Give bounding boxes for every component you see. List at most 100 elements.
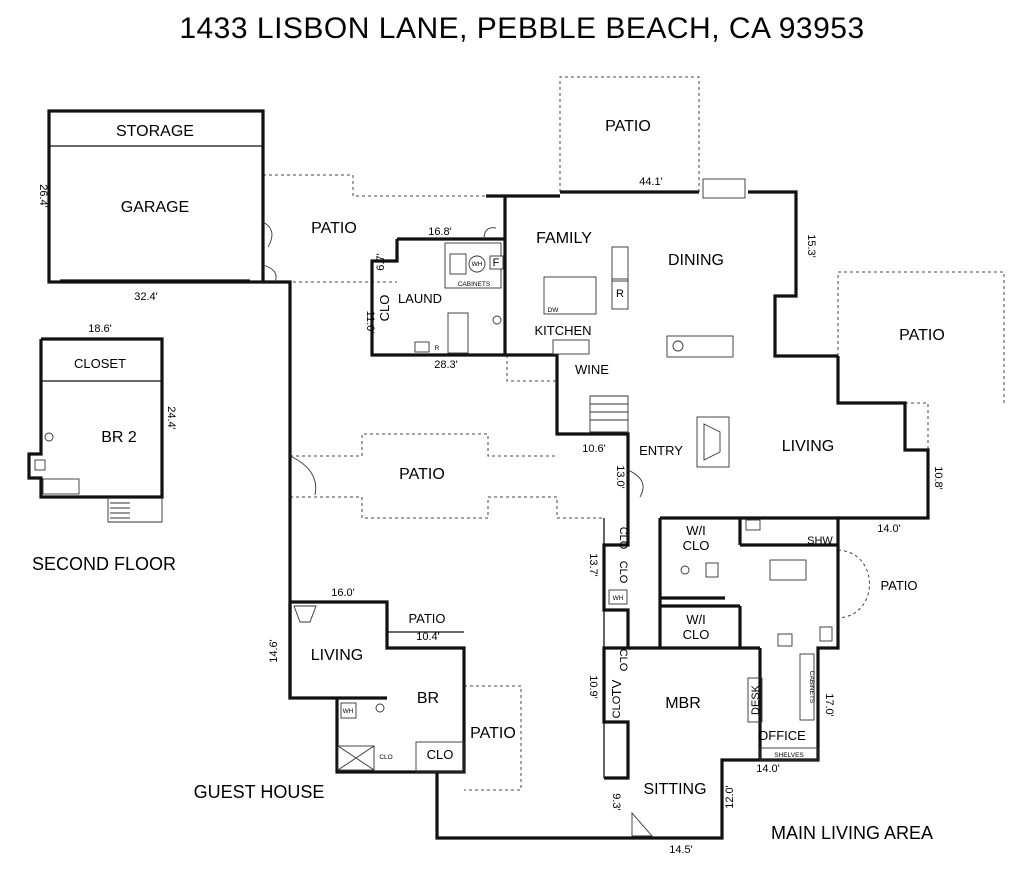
guest-house-walls (288, 600, 466, 774)
second-floor-sink-icon (44, 432, 54, 442)
guest-sink-icon (375, 703, 385, 713)
patio-garage-outline (263, 174, 505, 283)
dim-br2-depth: 24.4' (165, 406, 177, 430)
room-wine: WINE (575, 362, 609, 377)
room-patio-top: PATIO (605, 118, 651, 135)
dim-master-width: 14.0' (877, 523, 901, 535)
dim-entry-depth: 13.0' (614, 465, 626, 489)
room-tv: TV (609, 679, 624, 696)
dim-dining-side: 15.3' (805, 234, 817, 258)
fixture-wh-laundry: WH (472, 261, 483, 268)
second-floor-toilet-icon (34, 459, 46, 471)
master-shelf-icon (745, 519, 761, 531)
living-bump-outline (905, 402, 929, 451)
room-patio-master: PATIO (880, 578, 917, 593)
garage (47, 109, 265, 284)
dim-living-right: 10.8' (932, 466, 944, 490)
kitchen-cooktop (552, 339, 590, 355)
room-shelves: SHELVES (774, 752, 804, 759)
fixture-wh-guest: WH (343, 708, 354, 715)
dim-garage-depth: 26.4' (37, 184, 49, 208)
top-fireplace (702, 178, 746, 199)
office-shelves-outline (759, 747, 819, 761)
page-title: 1433 LISBON LANE, PEBBLE BEACH, CA 93953 (179, 12, 864, 45)
room-guest-clo: CLO (427, 747, 454, 762)
room-guest-br: BR (417, 690, 439, 707)
second-floor-plan (27, 337, 164, 523)
caption-second-floor: SECOND FLOOR (32, 554, 176, 574)
room-garage: GARAGE (121, 199, 189, 216)
fixture-dw: DW (548, 307, 560, 314)
dim-sitting-bottom: 14.5' (669, 844, 693, 856)
room-clo-tv-2: CLO (611, 695, 623, 718)
room-desk: DESK (750, 684, 762, 715)
range-laundry-icon (414, 341, 430, 353)
room-cabinets-office: CABINETS (808, 671, 815, 704)
dim-laundry-width: 16.8' (428, 226, 452, 238)
patio-outlines (263, 76, 1005, 791)
caption-main-living-area: MAIN LIVING AREA (771, 823, 933, 843)
laundry-sink2-icon (492, 315, 502, 325)
room-patio-right: PATIO (899, 327, 945, 344)
captions: SECOND FLOOR GUEST HOUSE MAIN LIVING ARE… (32, 554, 933, 843)
fixture-wh-hall: WH (613, 595, 624, 602)
master-toilet-icon (705, 562, 719, 578)
room-clo-hall-1: CLO (617, 527, 629, 550)
main-house-walls (263, 190, 930, 840)
dining-sink-icon (672, 340, 684, 352)
dim-guest-depth: 14.6' (268, 639, 280, 663)
room-entry: ENTRY (639, 443, 683, 458)
room-mbr: MBR (665, 695, 701, 712)
room-closet: CLOSET (74, 356, 126, 371)
wh-laundry-icon (468, 255, 486, 273)
main-fixtures (414, 178, 833, 837)
patio-master-outline (837, 549, 870, 619)
laundry-sink-icon (449, 253, 467, 275)
fixture-labels: WH F CABINETS DW R R WH WH (343, 257, 624, 715)
kitchen-refrigerator (611, 278, 629, 310)
dim-garage-width: 32.4' (134, 291, 158, 303)
wine-stairs-icon (589, 395, 629, 433)
room-br2: BR 2 (101, 429, 137, 446)
patio-right-outline (837, 271, 1005, 403)
master-toilet2-icon (819, 626, 833, 642)
fixture-f: F (493, 257, 500, 269)
master-sink1-icon (680, 565, 690, 575)
room-clo-hall-2: CLO (617, 561, 629, 584)
second-floor-bathtub-icon (42, 478, 80, 495)
second-floor-stairs-icon (107, 497, 163, 523)
room-sitting: SITTING (643, 781, 706, 798)
dim-tv-height: 10.9' (587, 675, 599, 699)
wh-hall-icon (608, 589, 628, 605)
dim-guest-width: 16.0' (331, 587, 355, 599)
dim-sitting-left: 9.3' (610, 793, 622, 810)
guest-fireplace-icon (293, 605, 317, 623)
sitting-fireplace-icon (631, 811, 653, 837)
dim-laundry-bottom: 28.3' (434, 359, 458, 371)
room-dining: DINING (668, 252, 724, 269)
dim-guest-patio-width: 10.4' (416, 631, 440, 643)
patio-middle-outline (290, 433, 604, 519)
laundry-bathtub-icon (447, 312, 469, 354)
guest-wh-icon (340, 702, 357, 719)
dim-laundry-height: 6.7' (375, 253, 387, 270)
room-patio-garage: PATIO (311, 220, 357, 237)
dim-br2-width: 18.6' (88, 323, 112, 335)
dim-office-side: 17.0' (823, 693, 835, 717)
dim-top-width: 44.1' (639, 176, 663, 188)
room-family: FAMILY (536, 230, 592, 247)
room-laund: LAUND (398, 291, 442, 306)
room-guest-clo-small: CLO (379, 754, 392, 761)
room-office: OFFICE (758, 728, 806, 743)
room-clo-laundry: CLO (377, 295, 392, 322)
dim-office-width: 14.0' (756, 763, 780, 775)
dim-sitting-right: 12.0' (724, 785, 736, 809)
room-kitchen: KITCHEN (534, 323, 591, 338)
master-bathtub-icon (769, 559, 807, 581)
dim-entry-width: 10.6' (582, 443, 606, 455)
kitchen-counter (611, 246, 629, 282)
fridge-f-icon (489, 255, 504, 270)
